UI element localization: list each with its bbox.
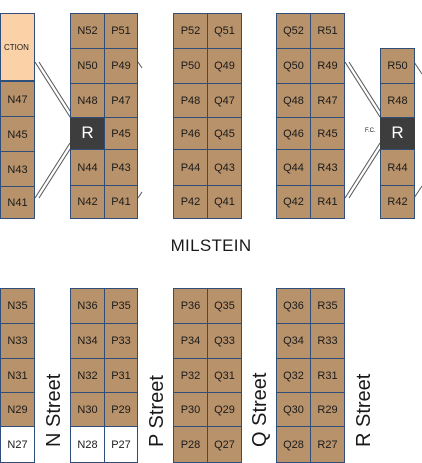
- booth[interactable]: Q52: [276, 13, 311, 49]
- booth[interactable]: P34: [173, 323, 208, 359]
- booth[interactable]: Q43: [207, 149, 242, 186]
- booth[interactable]: P47: [104, 83, 138, 118]
- booth[interactable]: R45: [310, 117, 345, 150]
- booth[interactable]: Q49: [207, 48, 242, 84]
- booth[interactable]: R51: [310, 13, 345, 49]
- booth[interactable]: N31: [0, 358, 35, 393]
- booth[interactable]: R35: [310, 288, 345, 324]
- restroom-block-right: R: [380, 117, 415, 149]
- booth[interactable]: N44: [70, 149, 105, 186]
- booth[interactable]: N30: [70, 392, 105, 427]
- booth[interactable]: Q36: [276, 288, 311, 324]
- booth[interactable]: P35: [104, 288, 138, 324]
- booth[interactable]: N33: [0, 323, 35, 359]
- booth[interactable]: Q44: [276, 149, 311, 186]
- booth[interactable]: N50: [70, 48, 105, 84]
- booth[interactable]: R33: [310, 323, 345, 359]
- booth[interactable]: P45: [104, 117, 138, 150]
- street-label-p: P Street: [146, 375, 168, 447]
- booth[interactable]: N48: [70, 83, 105, 118]
- booth[interactable]: P27: [104, 426, 138, 463]
- booth[interactable]: Q31: [207, 358, 242, 393]
- booth[interactable]: Q33: [207, 323, 242, 359]
- booth[interactable]: P31: [104, 358, 138, 393]
- booth[interactable]: P28: [173, 426, 208, 463]
- booth[interactable]: Q48: [276, 83, 311, 118]
- booth[interactable]: P29: [104, 392, 138, 427]
- street-label-r: R Street: [353, 373, 375, 447]
- hall-label: MILSTEIN: [170, 236, 252, 255]
- booth[interactable]: N28: [70, 426, 105, 463]
- booth[interactable]: R43: [310, 149, 345, 186]
- booth[interactable]: N41: [0, 186, 35, 219]
- booth[interactable]: Q50: [276, 48, 311, 84]
- booth[interactable]: P49: [104, 48, 138, 84]
- booth[interactable]: R44: [380, 149, 415, 186]
- booth[interactable]: Q30: [276, 392, 311, 427]
- booth[interactable]: N47: [0, 81, 35, 118]
- booth[interactable]: P52: [173, 13, 208, 49]
- booth[interactable]: P43: [104, 149, 138, 186]
- booth[interactable]: R49: [310, 48, 345, 84]
- booth[interactable]: Q35: [207, 288, 242, 324]
- booth[interactable]: P36: [173, 288, 208, 324]
- booth[interactable]: N27: [0, 426, 35, 463]
- booth[interactable]: R48: [380, 83, 415, 118]
- booth[interactable]: N45: [0, 116, 35, 153]
- feature-area: CTION: [0, 13, 35, 81]
- booth[interactable]: R42: [380, 185, 415, 219]
- booth[interactable]: P33: [104, 323, 138, 359]
- booth[interactable]: R31: [310, 358, 345, 393]
- booth[interactable]: Q34: [276, 323, 311, 359]
- booth[interactable]: R50: [380, 48, 415, 84]
- booth[interactable]: P50: [173, 48, 208, 84]
- booth[interactable]: R47: [310, 83, 345, 118]
- booth[interactable]: N34: [70, 323, 105, 359]
- booth[interactable]: Q27: [207, 426, 242, 463]
- booth[interactable]: Q42: [276, 185, 311, 219]
- booth[interactable]: P44: [173, 149, 208, 186]
- booth[interactable]: Q32: [276, 358, 311, 393]
- booth[interactable]: R41: [310, 185, 345, 219]
- booth[interactable]: Q29: [207, 392, 242, 427]
- booth[interactable]: P51: [104, 13, 138, 49]
- restroom-block-left: R: [70, 117, 105, 149]
- booth[interactable]: Q41: [207, 185, 242, 219]
- fc-label: F.C.: [365, 128, 376, 134]
- booth[interactable]: Q46: [276, 117, 311, 150]
- street-label-q: Q Street: [249, 372, 271, 447]
- booth[interactable]: P30: [173, 392, 208, 427]
- booth[interactable]: Q45: [207, 117, 242, 150]
- booth[interactable]: N35: [0, 288, 35, 324]
- booth[interactable]: N32: [70, 358, 105, 393]
- booth[interactable]: P42: [173, 185, 208, 219]
- street-label-n: N Street: [43, 373, 65, 447]
- booth[interactable]: N52: [70, 13, 105, 49]
- booth[interactable]: Q47: [207, 83, 242, 118]
- booth[interactable]: P46: [173, 117, 208, 150]
- booth[interactable]: Q51: [207, 13, 242, 49]
- booth[interactable]: Q28: [276, 426, 311, 463]
- booth[interactable]: N42: [70, 185, 105, 219]
- booth[interactable]: N29: [0, 392, 35, 427]
- booth[interactable]: R27: [310, 426, 345, 463]
- booth[interactable]: P48: [173, 83, 208, 118]
- booth[interactable]: N43: [0, 151, 35, 188]
- booth[interactable]: N36: [70, 288, 105, 324]
- booth[interactable]: P41: [104, 185, 138, 219]
- booth[interactable]: P32: [173, 358, 208, 393]
- booth[interactable]: R29: [310, 392, 345, 427]
